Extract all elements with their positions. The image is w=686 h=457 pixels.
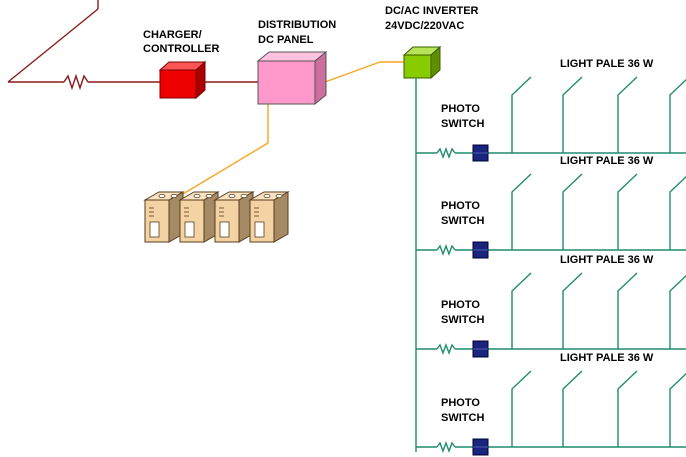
- light-pole-icon: [617, 370, 638, 447]
- resistor-icon: [436, 147, 456, 159]
- resistor-icon: [63, 73, 89, 91]
- light-pole-icon: [617, 173, 638, 250]
- ac-branch: LIGHT PALE 36 W PHOTO SWITCH: [416, 352, 686, 456]
- inverter-label-line2: 24VDC/220VAC: [385, 20, 464, 32]
- ac-branch: LIGHT PALE 36 W PHOTO SWITCH: [416, 254, 686, 358]
- battery-icon: [248, 191, 290, 243]
- photo-switch-label-line1: PHOTO: [441, 103, 480, 115]
- inverter-box: [402, 45, 442, 80]
- light-pole-icon: [511, 173, 532, 250]
- ac-branch: LIGHT PALE 36 W PHOTO SWITCH: [416, 58, 686, 162]
- photo-switch-label-line2: SWITCH: [441, 118, 484, 130]
- light-pole-icon: [562, 370, 583, 447]
- resistor-icon: [436, 441, 456, 453]
- battery-icon: [178, 191, 220, 243]
- light-pole-icon: [511, 76, 532, 153]
- photo-switch-icon: [472, 340, 489, 358]
- photo-switch-label-line2: SWITCH: [441, 412, 484, 424]
- dc-wires: [182, 61, 404, 195]
- distribution-label-line2: DC PANEL: [258, 34, 314, 46]
- light-pole-icon: [617, 272, 638, 349]
- light-pole-icon: [669, 274, 686, 349]
- light-pole-icon: [562, 272, 583, 349]
- resistor-icon: [436, 244, 456, 256]
- battery-icon: [213, 191, 255, 243]
- resistor-icon: [436, 343, 456, 355]
- distribution-label-line1: DISTRIBUTION: [258, 19, 336, 31]
- light-pole-icon: [511, 272, 532, 349]
- battery-bank: [143, 191, 290, 243]
- light-pole-icon: [669, 372, 686, 447]
- battery-icon: [143, 191, 185, 243]
- light-pole-label: LIGHT PALE 36 W: [560, 352, 654, 364]
- light-pole-icon: [562, 76, 583, 153]
- photo-switch-icon: [472, 438, 489, 456]
- inverter-label-line1: DC/AC INVERTER: [385, 5, 479, 17]
- photo-switch-label-line2: SWITCH: [441, 215, 484, 227]
- photo-switch-label-line1: PHOTO: [441, 299, 480, 311]
- photo-switch-label-line1: PHOTO: [441, 200, 480, 212]
- photo-switch-label-line2: SWITCH: [441, 314, 484, 326]
- light-pole-icon: [669, 175, 686, 250]
- light-pole-icon: [617, 76, 638, 153]
- photo-switch-label-line1: PHOTO: [441, 397, 480, 409]
- photo-switch-icon: [472, 144, 489, 162]
- solar-wires: [7, 0, 258, 91]
- light-pole-icon: [669, 78, 686, 153]
- ac-branch: LIGHT PALE 36 W PHOTO SWITCH: [416, 155, 686, 259]
- charger-controller-box: [158, 60, 207, 100]
- distribution-panel-box: [256, 50, 328, 106]
- light-pole-label: LIGHT PALE 36 W: [560, 58, 654, 70]
- light-pole-icon: [562, 173, 583, 250]
- light-pole-label: LIGHT PALE 36 W: [560, 254, 654, 266]
- light-pole-icon: [511, 370, 532, 447]
- photo-switch-icon: [472, 241, 489, 259]
- charger-label-line2: CONTROLLER: [143, 43, 219, 55]
- light-pole-label: LIGHT PALE 36 W: [560, 155, 654, 167]
- charger-label-line1: CHARGER/: [143, 29, 202, 41]
